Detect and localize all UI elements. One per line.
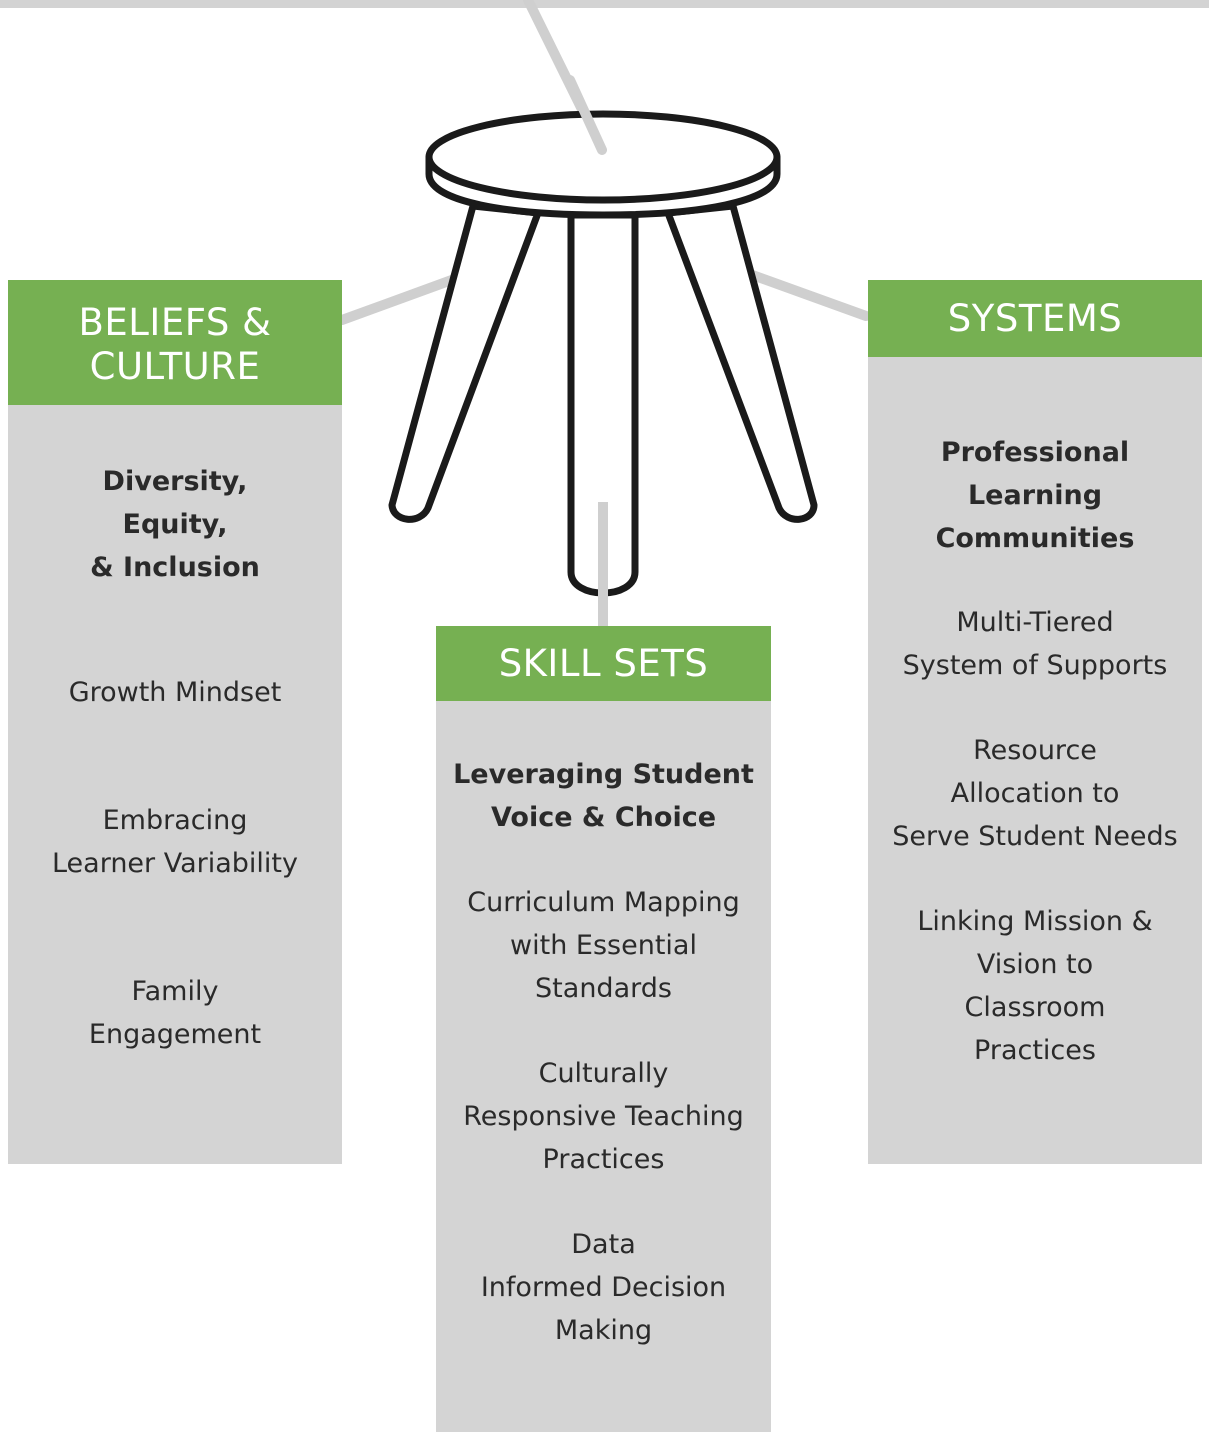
beliefs-item-1: Diversity, Equity, & Inclusion (8, 460, 342, 589)
beliefs-culture-heading: BELIEFS & CULTURE (8, 280, 342, 405)
connector-line-seat (565, 75, 607, 155)
skills-item-1: Leveraging Student Voice & Choice (436, 753, 771, 839)
systems-item-4-text: Linking Mission & Vision to Classroom Pr… (917, 906, 1153, 1066)
systems-item-4: Linking Mission & Vision to Classroom Pr… (868, 900, 1202, 1072)
skills-item-2: Curriculum Mapping with Essential Standa… (436, 881, 771, 1010)
systems-heading: SYSTEMS (868, 280, 1202, 357)
beliefs-culture-heading-text: BELIEFS & CULTURE (78, 300, 272, 388)
beliefs-item-3-text: Embracing Learner Variability (51, 805, 299, 879)
systems-column: SYSTEMS Professional Learning Communitie… (868, 280, 1202, 1164)
systems-item-3: Resource Allocation to Serve Student Nee… (868, 729, 1202, 858)
systems-item-2: Multi-Tiered System of Supports (868, 601, 1202, 687)
skills-item-3: Culturally Responsive Teaching Practices (436, 1052, 771, 1181)
skill-sets-heading: SKILL SETS (436, 626, 771, 701)
stool-right-leg-icon (664, 202, 818, 523)
systems-heading-text: SYSTEMS (947, 296, 1123, 340)
skills-item-2-text: Curriculum Mapping with Essential Standa… (467, 887, 740, 1004)
skills-item-3-text: Culturally Responsive Teaching Practices (463, 1058, 744, 1175)
skills-item-1-text: Leveraging Student Voice & Choice (453, 759, 754, 833)
beliefs-item-1-text: Diversity, Equity, & Inclusion (90, 466, 260, 583)
three-legged-stool-icon (388, 110, 818, 597)
systems-item-1-text: Professional Learning Communities (935, 437, 1135, 554)
beliefs-item-2: Growth Mindset (8, 671, 342, 714)
beliefs-item-4-text: Family Engagement (88, 976, 262, 1050)
beliefs-item-4: Family Engagement (8, 970, 342, 1056)
systems-item-2-text: Multi-Tiered System of Supports (902, 607, 1168, 681)
skills-item-4-text: Data Informed Decision Making (480, 1229, 727, 1346)
skill-sets-heading-text: SKILL SETS (498, 641, 709, 685)
stool-left-leg-icon (388, 202, 542, 523)
skill-sets-column: SKILL SETS Leveraging Student Voice & Ch… (436, 626, 771, 1432)
beliefs-item-3: Embracing Learner Variability (8, 799, 342, 885)
beliefs-culture-column: BELIEFS & CULTURE Diversity, Equity, & I… (8, 280, 342, 1164)
beliefs-item-2-text: Growth Mindset (68, 677, 282, 708)
systems-item-1: Professional Learning Communities (868, 431, 1202, 560)
stool-seat-top-icon (425, 110, 781, 204)
skills-item-4: Data Informed Decision Making (436, 1223, 771, 1352)
top-divider-bar (0, 0, 1209, 8)
systems-item-3-text: Resource Allocation to Serve Student Nee… (892, 735, 1178, 852)
